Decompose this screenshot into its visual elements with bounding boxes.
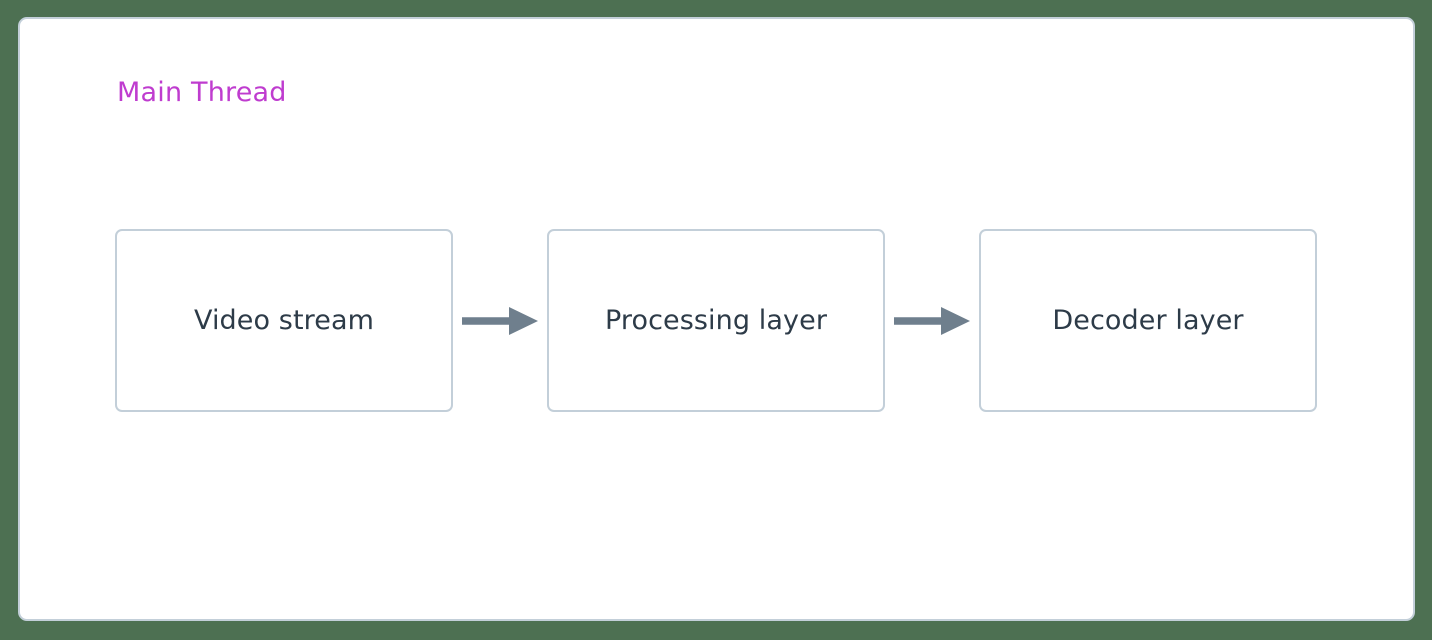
arrow-video-stream-to-processing-layer [453, 301, 547, 341]
main-thread-panel: Main Thread Video stream Processing laye… [18, 17, 1415, 621]
node-label-video-stream: Video stream [193, 305, 375, 336]
flow-row: Video stream Processing layer Decoder la… [115, 227, 1321, 414]
node-video-stream[interactable]: Video stream [115, 229, 453, 412]
panel-title: Main Thread [117, 77, 287, 108]
arrow-processing-layer-to-decoder-layer [885, 301, 979, 341]
node-processing-layer[interactable]: Processing layer [547, 229, 885, 412]
node-decoder-layer[interactable]: Decoder layer [979, 229, 1317, 412]
node-label-decoder-layer: Decoder layer [1052, 305, 1244, 336]
node-label-processing-layer: Processing layer [604, 305, 828, 336]
